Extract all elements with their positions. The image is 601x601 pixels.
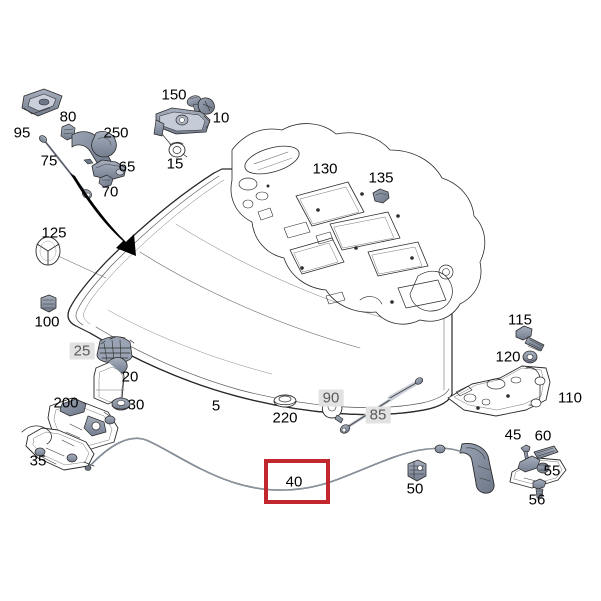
- part-120-washer: [522, 350, 538, 364]
- part-135-clip: [372, 188, 390, 204]
- callout-90[interactable]: 90: [318, 389, 344, 407]
- part-100-nut: [40, 294, 57, 313]
- callout-25[interactable]: 25: [69, 342, 95, 360]
- part-95-bracket: [21, 88, 63, 117]
- callout-110[interactable]: 110: [558, 389, 582, 407]
- callout-15[interactable]: 15: [166, 155, 184, 173]
- callout-130[interactable]: 130: [312, 160, 338, 178]
- callout-55[interactable]: 55: [543, 462, 561, 480]
- part-56-bolt: [532, 478, 547, 499]
- callout-10[interactable]: 10: [212, 109, 230, 127]
- part-110-hinge-bracket: [447, 365, 551, 417]
- installation-arrow: [70, 173, 136, 256]
- callout-65[interactable]: 65: [118, 158, 136, 176]
- part-10-hinge: [153, 97, 215, 137]
- callout-30[interactable]: 30: [127, 396, 145, 414]
- callout-80[interactable]: 80: [59, 108, 77, 126]
- part-60-strip: [533, 445, 559, 460]
- part-85-gas-strut: [339, 377, 424, 434]
- part-30-washer: [111, 397, 131, 411]
- callout-20[interactable]: 20: [121, 368, 139, 386]
- callout-200[interactable]: 200: [53, 394, 79, 412]
- callout-220[interactable]: 220: [272, 409, 298, 427]
- callout-40[interactable]: 40: [285, 473, 303, 491]
- part-55-striker: [509, 455, 567, 489]
- part-40-release-cable: [84, 437, 463, 491]
- callout-50[interactable]: 50: [406, 480, 424, 498]
- callout-5[interactable]: 5: [211, 397, 221, 415]
- callout-250[interactable]: 250: [103, 124, 129, 142]
- callout-135[interactable]: 135: [368, 169, 394, 187]
- part-125-star-emblem: [35, 236, 107, 279]
- callout-35[interactable]: 35: [29, 452, 47, 470]
- callout-150[interactable]: 150: [161, 86, 187, 104]
- callout-70[interactable]: 70: [101, 183, 119, 201]
- part-50-cable-clip: [407, 459, 427, 482]
- callout-95[interactable]: 95: [13, 124, 31, 142]
- part-70-nut: [98, 174, 114, 188]
- part-15-bushing: [161, 133, 188, 158]
- part-115-bolt: [515, 325, 545, 352]
- part-65-bracket: [83, 158, 127, 181]
- callout-56[interactable]: 56: [528, 491, 546, 509]
- callout-60[interactable]: 60: [534, 427, 552, 445]
- part-35-secondary-catch: [21, 425, 95, 471]
- callout-115[interactable]: 115: [508, 311, 532, 329]
- callout-125[interactable]: 125: [41, 224, 67, 242]
- hood-release-handle: [459, 443, 495, 494]
- part-220-grommet: [273, 394, 297, 408]
- callout-100[interactable]: 100: [34, 313, 60, 331]
- callout-45[interactable]: 45: [504, 426, 522, 444]
- callout-120[interactable]: 120: [495, 348, 521, 366]
- callout-85[interactable]: 85: [365, 406, 391, 424]
- callout-75[interactable]: 75: [40, 152, 58, 170]
- hood-insulation-mat: [230, 123, 486, 325]
